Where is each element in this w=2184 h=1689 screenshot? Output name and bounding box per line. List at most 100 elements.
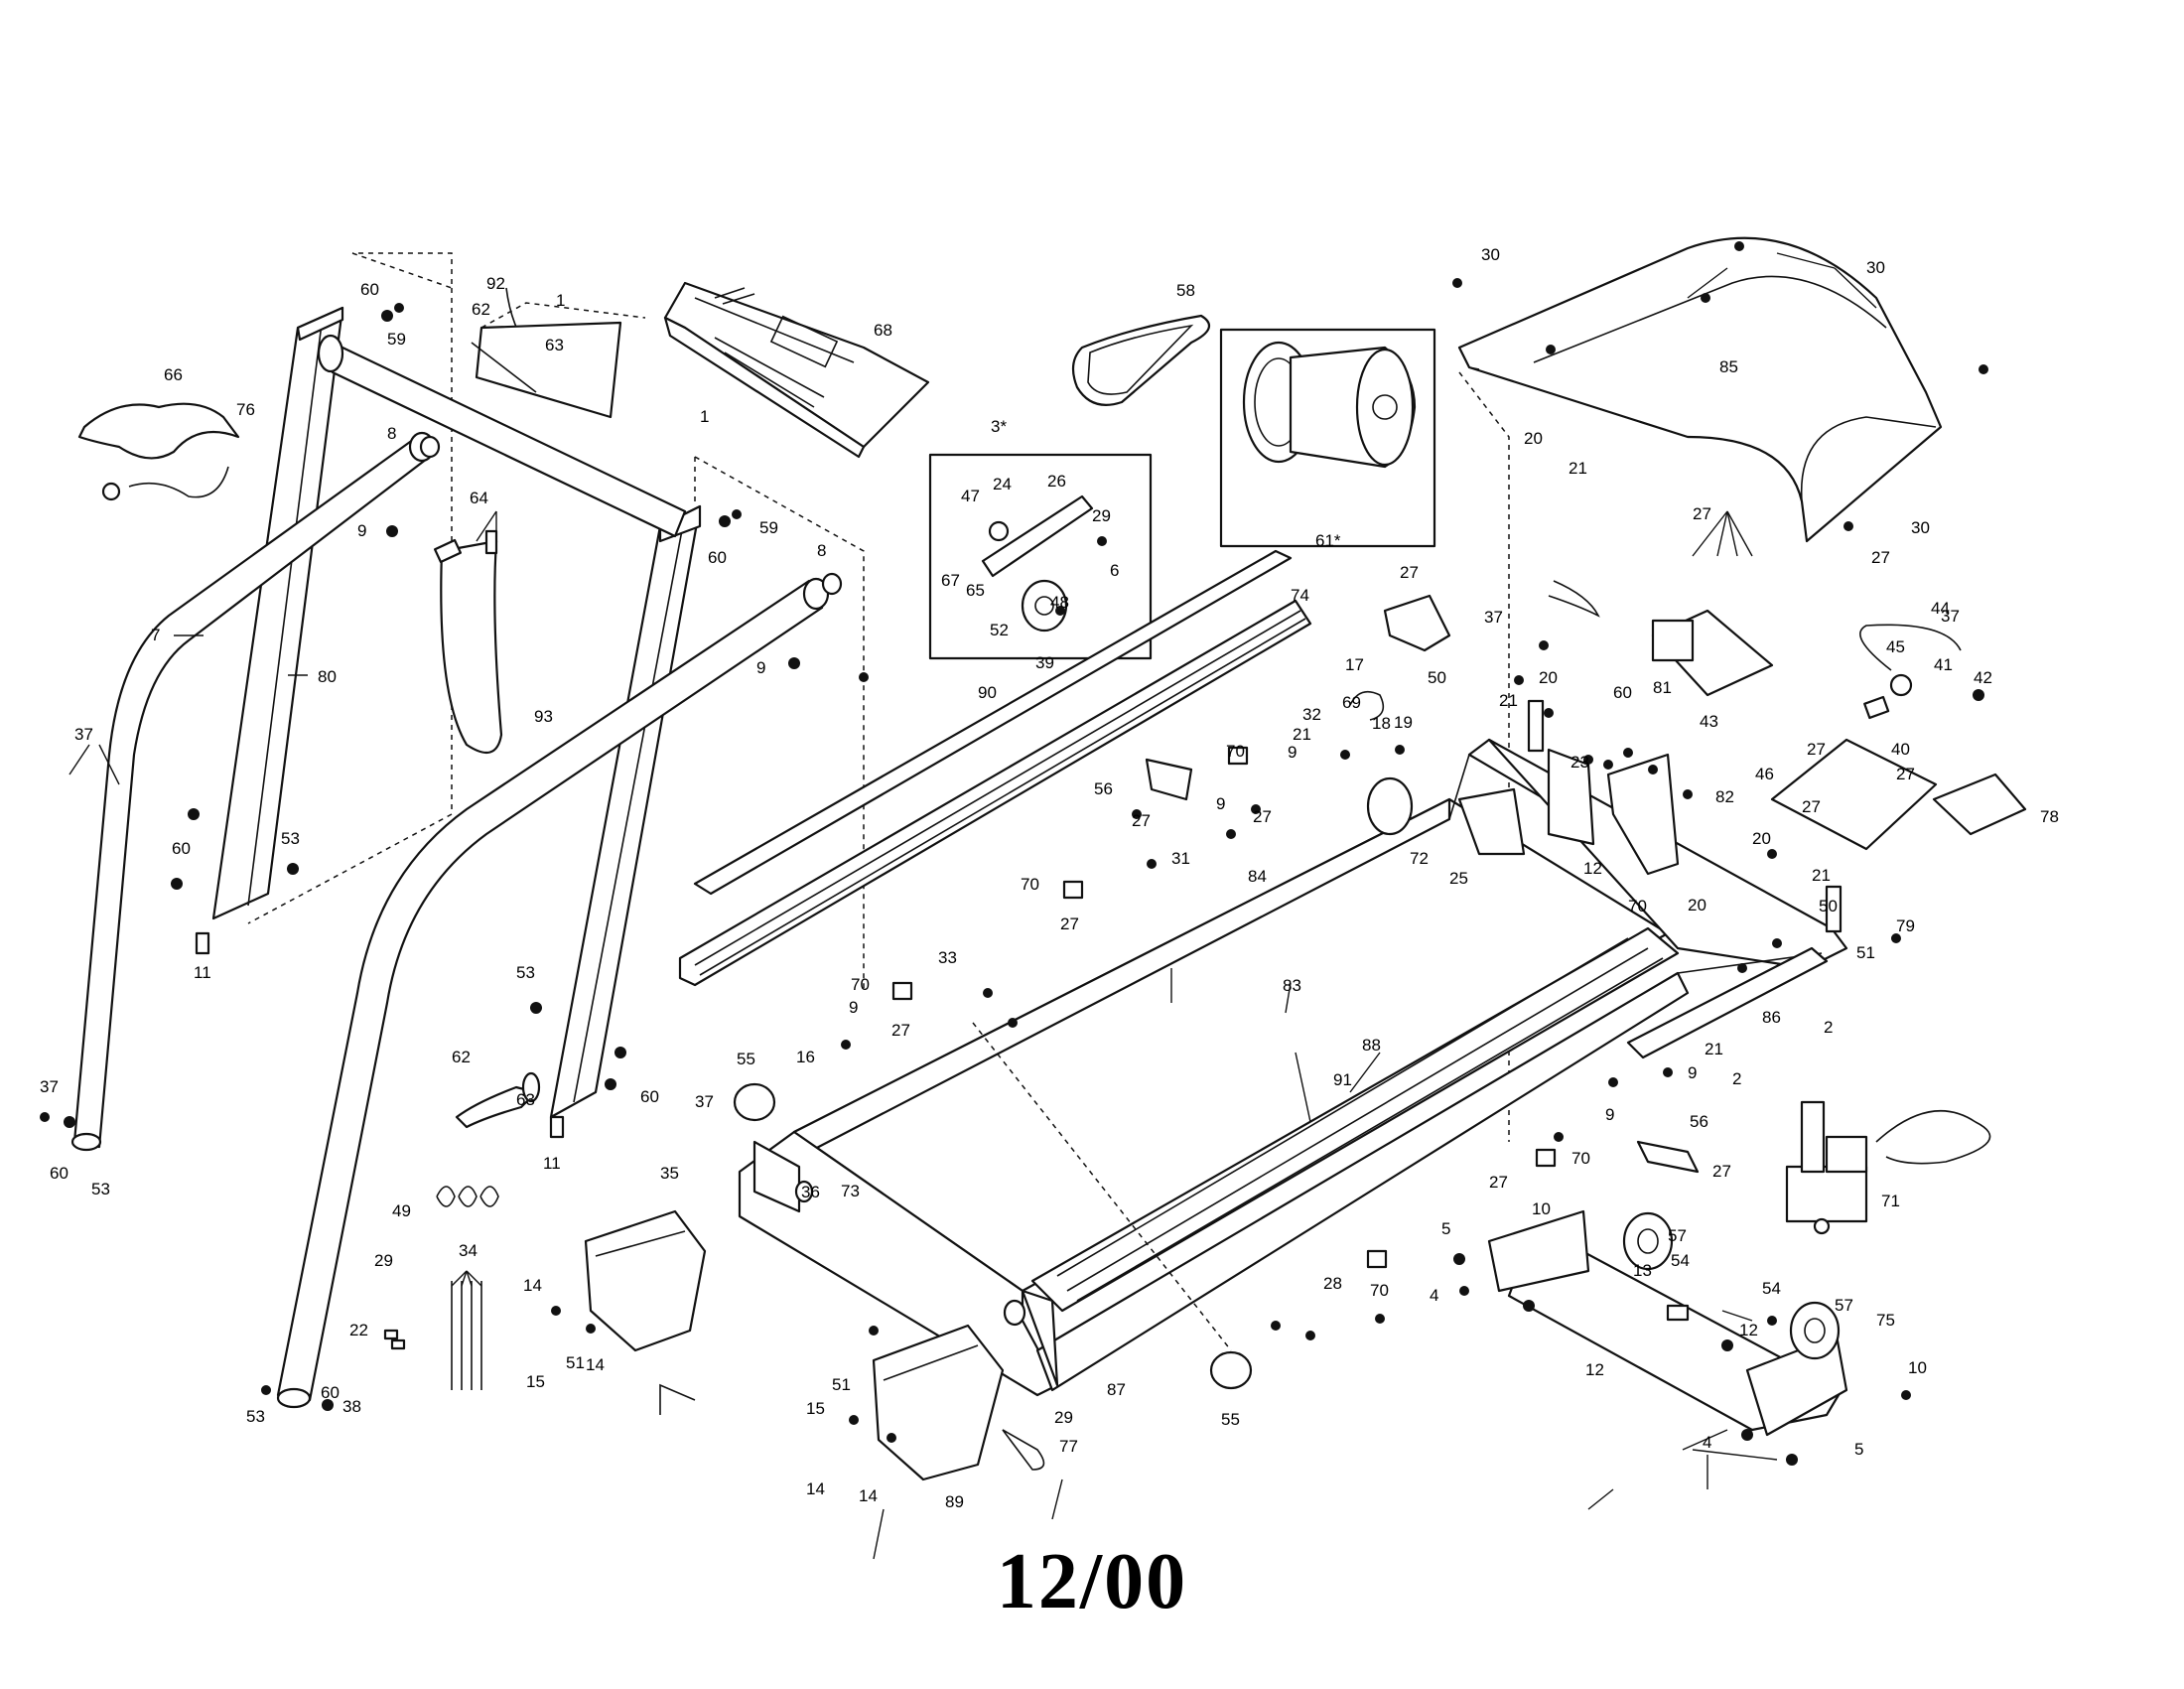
feet-endcaps	[584, 1100, 1991, 1481]
callout: 67	[941, 571, 960, 590]
callout: 27	[1807, 740, 1826, 759]
callout: 32	[1302, 705, 1321, 724]
callout: 11	[543, 1154, 561, 1173]
callout: 12	[1739, 1321, 1758, 1339]
callout: 70	[1226, 742, 1245, 761]
callout: 60	[50, 1164, 68, 1183]
callout: 69	[1342, 693, 1361, 712]
callout: 27	[1802, 797, 1821, 816]
callout: 39	[1035, 653, 1054, 672]
callout: 84	[1248, 867, 1267, 886]
callout: 15	[526, 1372, 545, 1391]
callout: 41	[1934, 655, 1953, 674]
footer-date: 12/00	[996, 1538, 1188, 1625]
callout: 27	[1896, 765, 1915, 783]
callout: 86	[1762, 1008, 1781, 1027]
callout: 4	[1703, 1433, 1711, 1452]
callout: 56	[1690, 1112, 1708, 1131]
callout: 9	[756, 658, 765, 677]
callout: 33	[938, 948, 957, 967]
callout: 8	[387, 424, 396, 443]
callout: 23	[1570, 753, 1589, 772]
callout: 30	[1866, 258, 1885, 277]
callout: 20	[1524, 429, 1543, 448]
callout: 44	[1931, 599, 1950, 618]
callout: 61*	[1315, 531, 1341, 550]
callout: 8	[817, 541, 826, 560]
callout: 19	[1394, 713, 1413, 732]
callout: 92	[486, 274, 505, 293]
callout: 21	[1499, 691, 1518, 710]
console	[663, 281, 930, 459]
callout: 53	[91, 1180, 110, 1198]
callout: 52	[990, 621, 1009, 639]
callout: 37	[1484, 608, 1503, 627]
callout: 46	[1755, 765, 1774, 783]
callout: 27	[1253, 807, 1272, 826]
callout: 65	[966, 581, 985, 600]
callout: 62	[472, 300, 490, 319]
callout: 9	[1288, 743, 1297, 762]
callout: 22	[349, 1321, 368, 1339]
callout: 31	[1171, 849, 1190, 868]
callout: 27	[1693, 504, 1711, 523]
callout: 37	[1941, 607, 1960, 626]
callout: 27	[1132, 811, 1151, 830]
callout: 91	[1333, 1070, 1352, 1089]
board-36	[1932, 773, 2027, 836]
frame-deck	[733, 594, 1848, 1397]
callout: 27	[1871, 548, 1890, 567]
callout: 21	[1812, 866, 1831, 885]
callout: 54	[1671, 1251, 1690, 1270]
callout: 18	[1372, 714, 1391, 733]
callout: 51	[566, 1353, 585, 1372]
loose-hardware	[383, 1186, 1045, 1471]
callout: 2	[1824, 1018, 1833, 1037]
callout: 57	[1668, 1226, 1687, 1245]
callout: 12	[1583, 859, 1602, 878]
side-rails	[678, 549, 1312, 987]
callout: 55	[1221, 1410, 1240, 1429]
rail-90	[693, 549, 1293, 896]
callout: 51	[1856, 943, 1875, 962]
callout: 70	[1571, 1149, 1590, 1168]
motor-hood	[1457, 236, 1943, 1142]
callout: 1	[700, 407, 709, 426]
leader-lines	[68, 252, 1877, 1560]
callout: 40	[1891, 740, 1910, 759]
callout: 48	[1050, 593, 1069, 612]
callout: 71	[1881, 1192, 1900, 1210]
callout: 49	[392, 1201, 411, 1220]
end-cap-32	[584, 1209, 707, 1352]
callout: 58	[1176, 281, 1195, 300]
callout: 87	[1107, 1380, 1126, 1399]
callout: 70	[1370, 1281, 1389, 1300]
end-cap-89	[872, 1324, 1005, 1481]
callout: 36	[801, 1183, 820, 1201]
callout: 63	[545, 336, 564, 354]
callout: 90	[978, 683, 997, 702]
callout: 66	[164, 365, 183, 384]
callout: 5	[1854, 1440, 1863, 1459]
callout: 14	[806, 1479, 825, 1498]
callout: 30	[1481, 245, 1500, 264]
board-44	[1770, 738, 1938, 851]
callout: 75	[1876, 1311, 1895, 1330]
callout: 77	[1059, 1437, 1078, 1456]
callout: 80	[318, 667, 337, 686]
callout: 60	[321, 1383, 340, 1402]
callout: 37	[74, 725, 93, 744]
screws	[40, 241, 1988, 1466]
callout: 54	[1762, 1279, 1781, 1298]
callout: 68	[874, 321, 892, 340]
callout: 89	[945, 1492, 964, 1511]
lift-motor	[1785, 1165, 1868, 1223]
callout: 55	[737, 1050, 755, 1068]
callout: 17	[1345, 655, 1364, 674]
callout: 10	[1908, 1358, 1927, 1377]
callout: 60	[360, 280, 379, 299]
callout: 13	[1633, 1261, 1652, 1280]
callout: 28	[1323, 1274, 1342, 1293]
callout: 15	[806, 1399, 825, 1418]
callout: 53	[246, 1407, 265, 1426]
